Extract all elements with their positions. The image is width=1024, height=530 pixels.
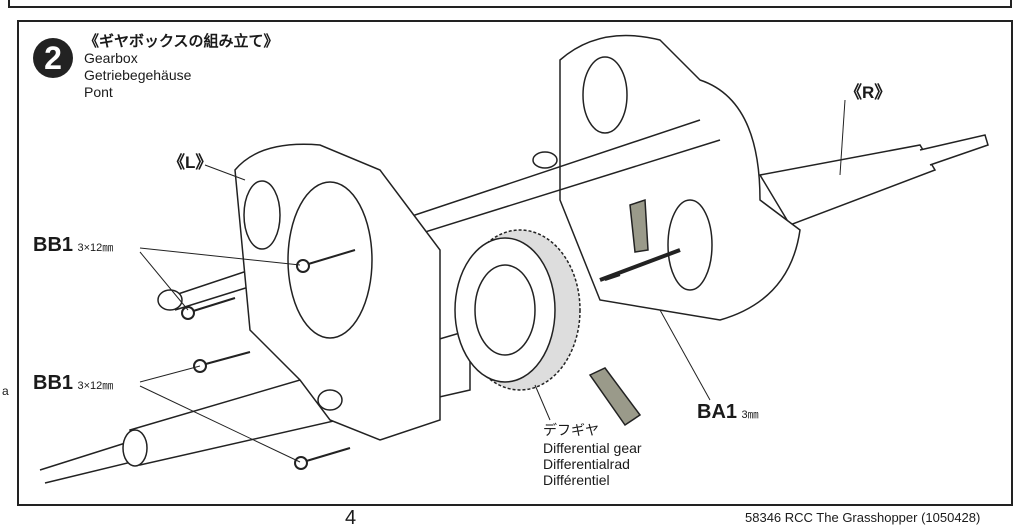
- right-side-label: 《R》: [845, 83, 892, 102]
- step-title-en: Gearbox: [84, 50, 138, 66]
- previous-step-frame: [8, 0, 1012, 8]
- ba1-label: BA1 3㎜: [697, 401, 759, 424]
- ba1-part: BA1: [697, 401, 738, 423]
- differential-gear: [454, 229, 581, 391]
- diff-label-en: Differential gear: [543, 440, 642, 456]
- edge-mark: a: [2, 384, 9, 398]
- diff-label-jp: デフギヤ: [543, 422, 599, 438]
- step-title-fr: Pont: [84, 84, 113, 100]
- bb1-top-size: 3×12㎜: [77, 242, 114, 254]
- step-title-jp: 《ギヤボックスの組み立て》: [84, 33, 279, 50]
- left-housing: [157, 143, 441, 441]
- bb1-bottom-label: BB1 3×12㎜: [33, 372, 113, 395]
- grease-tube-top: [629, 198, 649, 253]
- bb1-bottom-size: 3×12㎜: [77, 380, 114, 392]
- ba1-size: 3㎜: [741, 409, 759, 421]
- diff-label-fr: Différentiel: [543, 472, 610, 488]
- shaft: [599, 248, 681, 282]
- bevel-gear: [667, 199, 713, 291]
- screw-icon: [181, 249, 621, 470]
- right-axle-tube: [758, 134, 989, 226]
- step-title-de: Getriebegehäuse: [84, 67, 192, 83]
- left-side-label: 《L》: [168, 153, 213, 172]
- right-housing: [532, 34, 801, 321]
- bb1-top-part: BB1: [33, 234, 74, 256]
- diff-label-de: Differentialrad: [543, 456, 630, 472]
- step-frame: [17, 20, 1013, 506]
- product-code: 58346 RCC The Grasshopper (1050428): [745, 510, 981, 525]
- bb1-top-label: BB1 3×12㎜: [33, 234, 113, 257]
- bb1-bottom-part: BB1: [33, 372, 74, 394]
- step-number-badge: 2: [33, 38, 73, 78]
- grease-tube-bottom: [588, 367, 642, 427]
- page-number: 4: [345, 507, 357, 529]
